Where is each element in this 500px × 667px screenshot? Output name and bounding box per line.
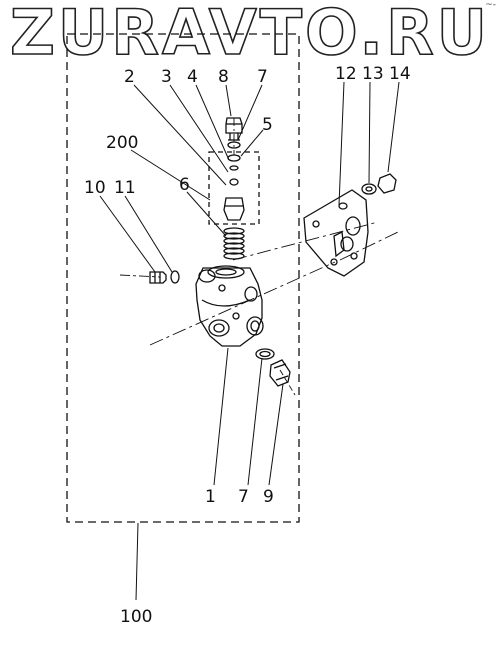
- part-7-washer-bottom-hole: [259, 350, 271, 358]
- label-8: 8: [218, 67, 229, 87]
- part-10-nipple: [149, 271, 167, 284]
- part-7-washer-top: [227, 141, 241, 149]
- part-7-washer-bottom: [255, 348, 275, 360]
- label-12: 12: [335, 64, 357, 84]
- part-6-spring: [223, 227, 245, 260]
- part-13-washer-hole: [365, 186, 373, 192]
- part-8-cap: [225, 117, 243, 141]
- label-9: 9: [263, 487, 274, 507]
- assembly-boundary: [66, 33, 300, 523]
- centerline-left: [119, 274, 161, 278]
- label-3: 3: [161, 67, 172, 87]
- part-2-valve: [223, 197, 245, 221]
- leader-lines: [99, 81, 400, 601]
- label-7-top: 7: [257, 67, 268, 87]
- sub-assembly-boundary: [208, 151, 260, 225]
- label-100: 100: [120, 607, 152, 627]
- part-3-ring: [229, 178, 239, 186]
- part-4-spring-small: [229, 165, 239, 171]
- part-13-washer: [361, 183, 377, 195]
- label-14: 14: [389, 64, 411, 84]
- label-5: 5: [262, 115, 273, 135]
- centerline-lower-ext: [339, 231, 399, 261]
- label-2: 2: [124, 67, 135, 87]
- label-10: 10: [84, 178, 106, 198]
- part-11-washer: [170, 270, 180, 284]
- label-1: 1: [205, 487, 216, 507]
- label-200: 200: [106, 133, 138, 153]
- watermark: ZURAVTO.RU: [9, 0, 491, 69]
- label-13: 13: [362, 64, 384, 84]
- part-1-valve-body: [195, 265, 264, 347]
- part-9-fitting: [269, 359, 291, 387]
- part-14-nut: [377, 173, 397, 194]
- label-11: 11: [114, 178, 136, 198]
- part-12-bracket: [303, 189, 369, 277]
- label-4: 4: [187, 67, 198, 87]
- label-7-bottom: 7: [238, 487, 249, 507]
- label-6: 6: [179, 175, 190, 195]
- corner-mark: ~-: [485, 0, 496, 10]
- part-5-seal: [227, 154, 241, 162]
